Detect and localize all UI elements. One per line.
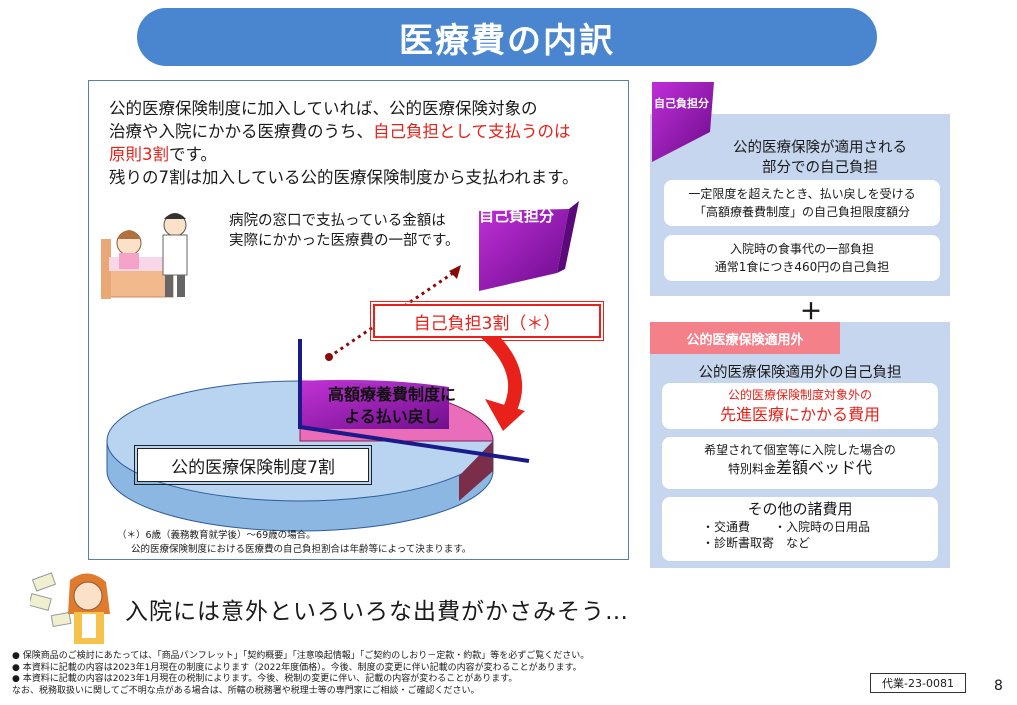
bottom-message: 入院には意外といろいろな出費がかさみそう…: [125, 599, 629, 625]
intro-text: 公的医療保険制度に加入していれば、公的医療保険対象の 治療や入院にかかる医療費の…: [109, 97, 619, 189]
document-code: 代業-23-0081: [870, 673, 966, 693]
refund-arrowhead: [485, 399, 525, 431]
self-pay-block-front: [479, 209, 569, 291]
clinic-line-1: 病院の窓口で支払っている金額は: [229, 213, 446, 229]
copay-label-box: 自己負担3割（＊）: [370, 301, 604, 341]
intro-line-2-plain: 治療や入院にかかる医療費のうち、: [109, 122, 373, 141]
axis-diagonal: [299, 425, 530, 463]
uncovered-tab: 公的医療保険適用外: [650, 322, 840, 354]
highcost-refund-area: [300, 379, 449, 429]
uncovered-heading: 公的医療保険適用外の自己負担: [698, 365, 902, 381]
public-share-label: 公的医療保険制度7割: [171, 457, 335, 478]
applied-copay-panel: 自己負担分 公的医療保険が適用される 部分での自己負担 一定限度を超えたとき、払…: [650, 78, 950, 298]
advanced-medicine-line-2: 先進医療にかかる費用: [719, 405, 880, 424]
meal-cost-card: 入院時の食事代の一部負担 通常1食につき460円の自己負担: [664, 235, 940, 281]
plus-sign: ＋: [800, 300, 823, 325]
disclaimers: ● 保険商品のご検討にあたっては、「商品パンフレット」「契約概要」「注意喚起情報…: [12, 651, 589, 697]
leader-arrowhead: [449, 265, 461, 279]
self-pay-block-label: 自己負担分: [479, 207, 555, 225]
worried-woman-illustration: [30, 572, 110, 644]
highcost-limit-line-1: 一定限度を超えたとき、払い戻しを受ける: [688, 187, 916, 201]
intro-line-3-red: 原則3割: [109, 145, 169, 164]
page-number: 8: [994, 678, 1003, 694]
bed-charge-card: 希望されて個室等に入院した場合の 特別料金差額ベッド代: [662, 437, 938, 489]
other-costs-line-1: ・交通費 ・入院時の日用品: [702, 520, 871, 534]
meal-cost-line-1: 入院時の食事代の一部負担: [729, 242, 874, 256]
applied-copay-heading-line-1: 公的医療保険が適用される: [733, 140, 907, 156]
applied-copay-heading-line-2: 部分での自己負担: [762, 160, 878, 176]
disclaimer-4: なお、税務取扱いに関してご不明な点がある場合は、所轄の税務署や税理士等の専門家に…: [12, 685, 480, 696]
intro-line-3: 原則3割です。: [109, 143, 619, 166]
footnote-line-1: （＊）6歳（義務教育就学後）～69歳の場合。: [117, 530, 316, 541]
page-title: 医療費の内訳: [399, 20, 615, 61]
intro-line-2-red: 自己負担として支払うのは: [373, 122, 571, 141]
disclaimer-3: ● 本資料に記載の内容は2023年1月現在の税制によります。今後、税制の変更に伴…: [12, 674, 518, 684]
title-banner: 医療費の内訳: [137, 8, 877, 66]
applied-copay-tab-label: 自己負担分: [654, 97, 709, 110]
other-costs-heading: その他の諸費用: [747, 500, 853, 518]
highcost-line-2: よる払い戻し: [344, 407, 440, 426]
medical-cost-panel: 公的医療保険制度に加入していれば、公的医療保険対象の 治療や入院にかかる医療費の…: [88, 80, 629, 560]
highcost-refund-label: 高額療養費制度に よる払い戻し: [307, 384, 477, 428]
copay-label: 自己負担3割（＊）: [413, 313, 561, 334]
highcost-limit-card: 一定限度を超えたとき、払い戻しを受ける 「高額療養費制度」の自己負担限度額分: [664, 180, 940, 226]
bed-charge-line-1: 希望されて個室等に入院した場合の: [704, 443, 896, 457]
footnote-line-2: 公的医療保険制度における医療費の自己負担割合は年齢等によって決まります。: [131, 544, 472, 555]
self-pay-block-edge: [557, 201, 579, 273]
intro-line-1: 公的医療保険制度に加入していれば、公的医療保険対象の: [109, 99, 538, 118]
other-costs-card: その他の諸費用 ・交通費 ・入院時の日用品 ・診断書取寄 など: [662, 497, 938, 561]
applied-copay-heading: 公的医療保険が適用される 部分での自己負担: [720, 138, 920, 178]
other-costs-line-2: ・診断書取寄 など: [702, 536, 811, 550]
intro-line-3-plain: です。: [169, 145, 217, 164]
bed-charge-line-2: 特別料金差額ベッド代: [662, 459, 938, 478]
bed-charge-big: 差額ベッド代: [776, 458, 873, 477]
advanced-medicine-line-1: 公的医療保険制度対象外の: [727, 388, 872, 402]
disclaimer-1: ● 保険商品のご検討にあたっては、「商品パンフレット」「契約概要」「注意喚起情報…: [12, 651, 590, 661]
bed-charge-small: 特別料金: [727, 462, 776, 476]
refund-curved-arrow: [479, 325, 523, 415]
self-pay-tab-block: [652, 82, 714, 162]
meal-cost-line-2: 通常1食につき460円の自己負担: [714, 260, 890, 274]
footnote: （＊）6歳（義務教育就学後）～69歳の場合。 公的医療保険制度における医療費の自…: [117, 529, 471, 557]
disclaimer-2: ● 本資料に記載の内容は2023年1月現在の制度によります（2022年度価格）。…: [12, 662, 582, 673]
intro-line-4: 残りの7割は加入している公的医療保険制度から支払われます。: [109, 168, 579, 187]
advanced-medicine-card: 公的医療保険制度対象外の 先進医療にかかる費用: [662, 383, 938, 429]
intro-line-2: 治療や入院にかかる医療費のうち、自己負担として支払うのは: [109, 120, 619, 143]
patient-doctor-illustration: [101, 213, 188, 299]
clinic-payment-text: 病院の窓口で支払っている金額は 実際にかかった医療費の一部です。: [229, 211, 460, 251]
clinic-line-2: 実際にかかった医療費の一部です。: [229, 233, 460, 249]
uncovered-tab-label: 公的医療保険適用外: [686, 332, 804, 348]
highcost-limit-line-2: 「高額療養費制度」の自己負担限度額分: [693, 205, 910, 219]
highcost-line-1: 高額療養費制度に: [327, 385, 456, 404]
public-share-label-box: 公的医療保険制度7割: [134, 445, 372, 485]
